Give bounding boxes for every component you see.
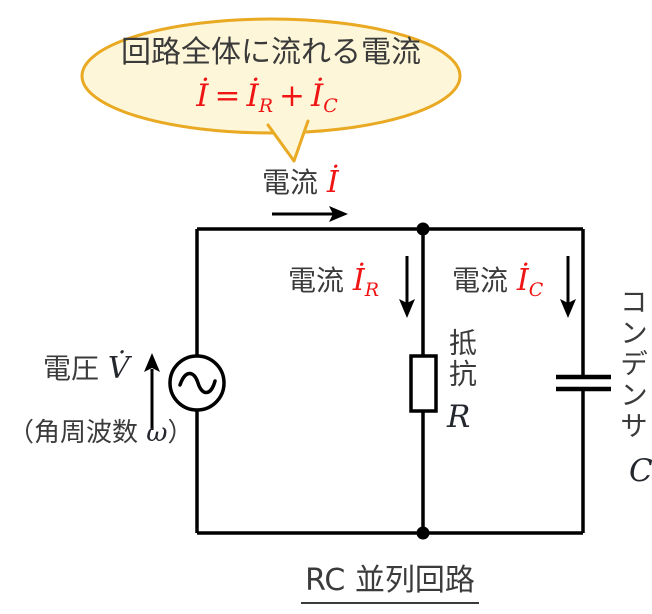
label-resistor-name: 抵抗 xyxy=(445,328,478,390)
junction-dot-bottom xyxy=(416,526,430,540)
label-voltage-symbol: V̇ xyxy=(107,351,130,386)
current-arrow-main xyxy=(272,206,348,222)
junction-dot-top xyxy=(416,222,430,236)
label-angular-frequency: （角周波数 ω） xyxy=(8,420,193,446)
diagram-title: RC 並列回路 xyxy=(250,566,530,604)
label-angular-close: ） xyxy=(167,418,194,448)
ac-source xyxy=(168,354,226,412)
label-capacitor-symbol: C xyxy=(629,453,652,489)
label-current-r-symbol-i: İ xyxy=(352,263,365,298)
speech-bubble xyxy=(80,17,462,163)
speech-bubble-ellipse xyxy=(80,17,462,135)
formula-equals: = xyxy=(214,78,241,114)
label-current-r: 電流 İR xyxy=(288,266,379,300)
label-current-c-subscript: C xyxy=(528,279,544,301)
diagram-title-text: RC 並列回路 xyxy=(301,566,479,604)
formula-i: İ xyxy=(196,78,209,114)
current-arrow-r xyxy=(399,256,415,318)
resistor-body xyxy=(409,354,438,413)
capacitor-symbol xyxy=(556,374,611,392)
label-current-r-subscript: R xyxy=(364,279,380,301)
voltage-arrow xyxy=(144,353,160,430)
label-current-r-text: 電流 xyxy=(288,264,345,297)
label-voltage: 電圧 V̇ xyxy=(43,354,130,384)
label-capacitor-name: コンデンサ xyxy=(616,287,649,442)
label-voltage-text: 電圧 xyxy=(43,352,100,385)
callout-text: 回路全体に流れる電流 xyxy=(121,35,421,70)
ac-source-sine-icon xyxy=(178,371,217,395)
label-current-c-symbol-i: İ xyxy=(516,263,529,298)
formula-ic: İ xyxy=(310,78,324,114)
label-current-main: 電流 İ xyxy=(262,168,339,198)
label-current-main-symbol: İ xyxy=(326,165,339,200)
formula-ir-subscript: R xyxy=(258,95,273,117)
formula-ir: İ xyxy=(246,78,259,114)
label-angular-open: （角周波数 xyxy=(8,418,147,448)
speech-bubble-tail-outline xyxy=(266,119,310,163)
speech-bubble-tail-fill xyxy=(264,112,314,161)
label-current-c: 電流 İC xyxy=(452,266,543,300)
label-current-c-text: 電流 xyxy=(452,264,509,297)
formula-plus: + xyxy=(279,78,305,114)
label-resistor-symbol: R xyxy=(447,399,471,435)
label-current-main-text: 電流 xyxy=(262,166,319,199)
formula-ic-subscript: C xyxy=(323,95,338,117)
label-angular-omega: ω xyxy=(146,418,168,448)
callout-formula: İ=İR+İC xyxy=(89,81,445,116)
current-arrow-c xyxy=(560,256,576,318)
